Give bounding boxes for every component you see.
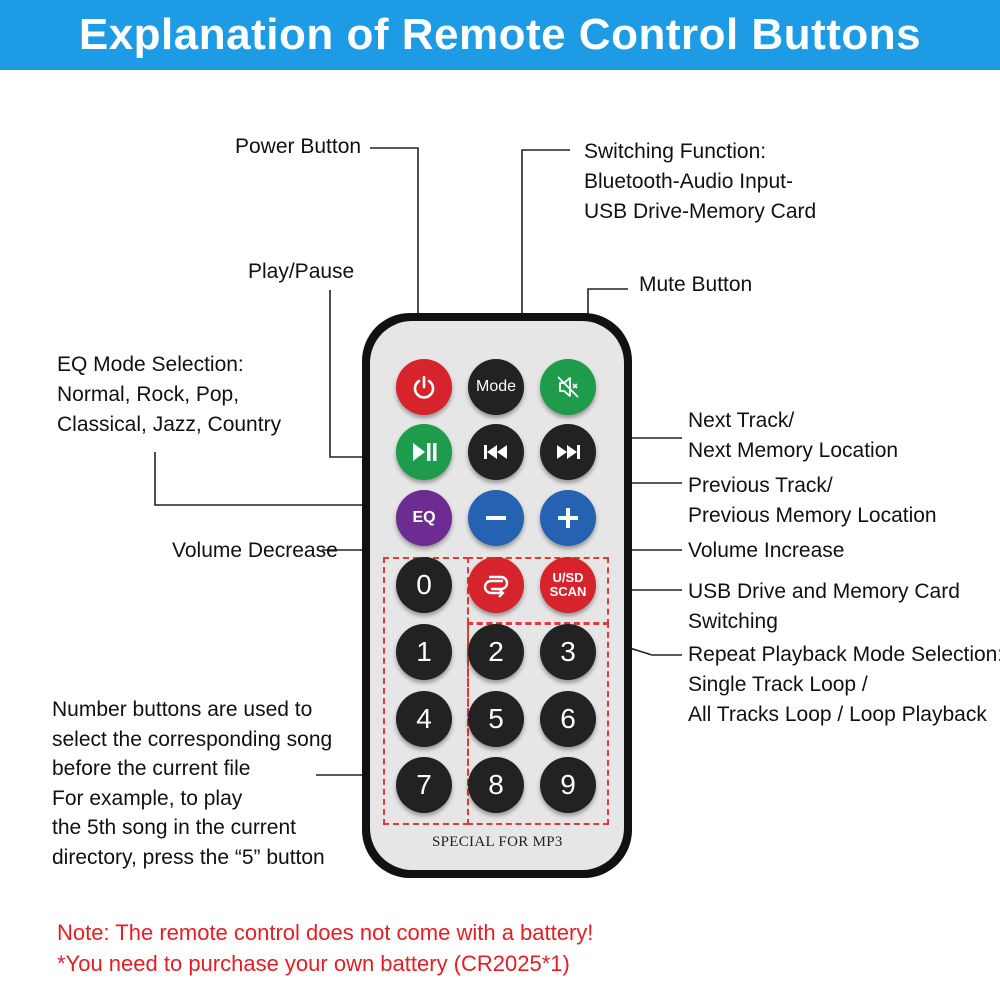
number-button-6[interactable]: 6 — [540, 691, 596, 747]
number-button-7[interactable]: 7 — [396, 757, 452, 813]
power-button[interactable] — [396, 359, 452, 415]
minus-icon — [486, 516, 506, 520]
battery-note: Note: The remote control does not come w… — [57, 920, 594, 945]
repeat-button[interactable] — [468, 557, 524, 613]
repeat-line-3: All Tracks Loop / Loop Playback — [688, 703, 987, 726]
power-icon — [413, 375, 435, 399]
battery-purchase-note: *You need to purchase your own battery (… — [57, 951, 570, 976]
plus-icon — [558, 508, 578, 528]
number-buttons-line-4: For example, to play — [52, 786, 243, 810]
mute-button[interactable] — [540, 359, 596, 415]
previous-track-icon — [484, 445, 507, 459]
power-button-label: Power Button — [235, 135, 362, 158]
mute-button-label: Mute Button — [639, 273, 753, 296]
usb-switching-line-2: Switching — [688, 610, 778, 633]
switching-line-1: Switching Function: — [584, 140, 767, 163]
scan-label-line-1: U/SD — [552, 570, 584, 585]
repeat-line-1: Repeat Playback Mode Selection: — [688, 643, 1000, 666]
usb-sd-scan-button[interactable]: U/SD SCAN — [540, 557, 596, 613]
number-button-0[interactable]: 0 — [396, 557, 452, 613]
number-button-8[interactable]: 8 — [468, 757, 524, 813]
eq-mode-line-1: EQ Mode Selection: — [57, 353, 244, 376]
number-button-3[interactable]: 3 — [540, 624, 596, 680]
play-pause-button[interactable] — [396, 424, 452, 480]
mode-button[interactable]: Mode — [468, 359, 524, 415]
volume-decrease-button[interactable] — [468, 490, 524, 546]
number-buttons-line-1: Number buttons are used to — [52, 698, 313, 721]
next-track-line-2: Next Memory Location — [688, 439, 899, 462]
next-track-label: Next Track/ Next Memory Location — [688, 406, 898, 466]
eq-mode-line-3: Classical, Jazz, Country — [57, 413, 282, 436]
next-track-line-1: Next Track/ — [688, 409, 795, 432]
usb-switching-line-1: USB Drive and Memory Card — [688, 580, 960, 603]
number-buttons-label: Number buttons are used to select the co… — [52, 695, 332, 872]
number-buttons-line-5: the 5th song in the current — [52, 816, 296, 839]
number-buttons-line-3: before the current file — [52, 757, 251, 780]
volume-increase-button[interactable] — [540, 490, 596, 546]
number-button-4[interactable]: 4 — [396, 691, 452, 747]
previous-track-line-2: Previous Memory Location — [688, 504, 937, 527]
title-banner: Explanation of Remote Control Buttons — [0, 0, 1000, 70]
power-callout-line — [370, 147, 419, 385]
switching-function-label: Switching Function: Bluetooth-Audio Inpu… — [584, 137, 816, 227]
number-button-5[interactable]: 5 — [468, 691, 524, 747]
switching-line-2: Bluetooth-Audio Input- — [584, 170, 793, 193]
eq-mode-line-2: Normal, Rock, Pop, — [57, 383, 240, 406]
volume-increase-label: Volume Increase — [688, 539, 845, 562]
volume-decrease-label: Volume Decrease — [172, 539, 338, 562]
next-track-button[interactable] — [540, 424, 596, 480]
eq-callout-line — [154, 452, 400, 506]
previous-track-button[interactable] — [468, 424, 524, 480]
eq-mode-label: EQ Mode Selection: Normal, Rock, Pop, Cl… — [57, 350, 281, 440]
repeat-icon — [483, 575, 509, 598]
number-buttons-line-6: directory, press the “5” button — [52, 845, 325, 869]
scan-label-line-2: SCAN — [549, 584, 587, 599]
mute-icon — [557, 376, 579, 398]
eq-button[interactable]: EQ — [396, 490, 452, 546]
play-pause-label: Play/Pause — [248, 260, 355, 283]
page-title: Explanation of Remote Control Buttons — [78, 10, 922, 59]
play-pause-icon — [413, 443, 437, 461]
remote-footer-text: SPECIAL FOR MP3 — [432, 834, 563, 850]
switching-callout-line — [521, 149, 570, 370]
usb-switching-label: USB Drive and Memory Card Switching — [688, 577, 960, 637]
repeat-line-2: Single Track Loop / — [688, 673, 868, 696]
repeat-mode-label: Repeat Playback Mode Selection: Single T… — [688, 640, 1000, 730]
number-button-1[interactable]: 1 — [396, 624, 452, 680]
number-buttons-line-2: select the corresponding song — [52, 727, 333, 751]
number-button-2[interactable]: 2 — [468, 624, 524, 680]
previous-track-label: Previous Track/ Previous Memory Location — [688, 471, 937, 531]
previous-track-line-1: Previous Track/ — [688, 474, 833, 497]
switching-line-3: USB Drive-Memory Card — [584, 200, 817, 223]
number-button-9[interactable]: 9 — [540, 757, 596, 813]
next-track-icon — [557, 445, 580, 459]
